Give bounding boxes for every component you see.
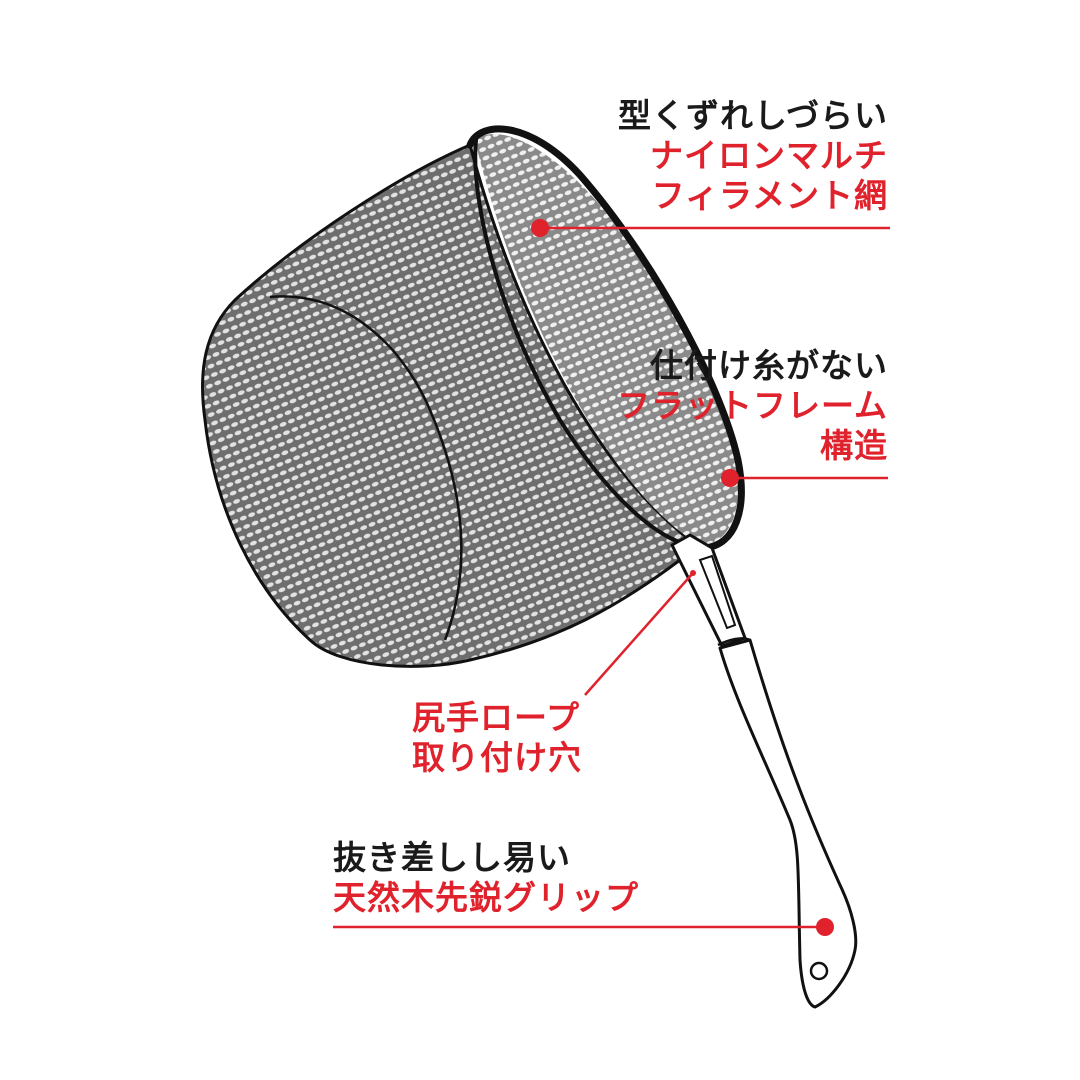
callout-rope-hole: 尻手ロープ 取り付け穴 <box>412 698 582 778</box>
callout-net: 型くずれしづらい ナイロンマルチ フィラメント網 <box>618 96 888 216</box>
callout-rope-hole-feature-1: 尻手ロープ <box>412 698 581 737</box>
callout-leaders <box>333 219 890 936</box>
net-fold-line <box>269 295 463 641</box>
callout-grip: 抜き差しし易い 天然木先鋭グリップ <box>333 838 639 918</box>
net-frame-outer <box>466 125 745 552</box>
callout-grip-feature-1: 天然木先鋭グリップ <box>333 878 639 917</box>
callout-net-heading: 型くずれしづらい <box>617 96 888 135</box>
grip-hole <box>809 961 829 981</box>
yoke-slot <box>698 554 737 630</box>
callout-frame-feature-1: フラットフレーム <box>616 386 888 425</box>
callout-frame-heading: 仕付け糸がない <box>650 346 888 385</box>
callout-frame-feature-2: 構造 <box>820 426 888 465</box>
callout-net-feature-2: フィラメント網 <box>651 176 888 215</box>
callout-frame: 仕付け糸がない フラットフレーム 構造 <box>617 346 888 466</box>
wooden-grip <box>718 638 858 1009</box>
net-bag <box>201 142 692 668</box>
callout-grip-heading: 抜き差しし易い <box>333 838 571 877</box>
net-frame-inner <box>473 138 692 547</box>
handle-yoke <box>670 533 747 648</box>
callout-rope-hole-feature-2: 取り付け穴 <box>412 738 582 777</box>
callout-net-feature-1: ナイロンマルチ <box>650 136 888 175</box>
